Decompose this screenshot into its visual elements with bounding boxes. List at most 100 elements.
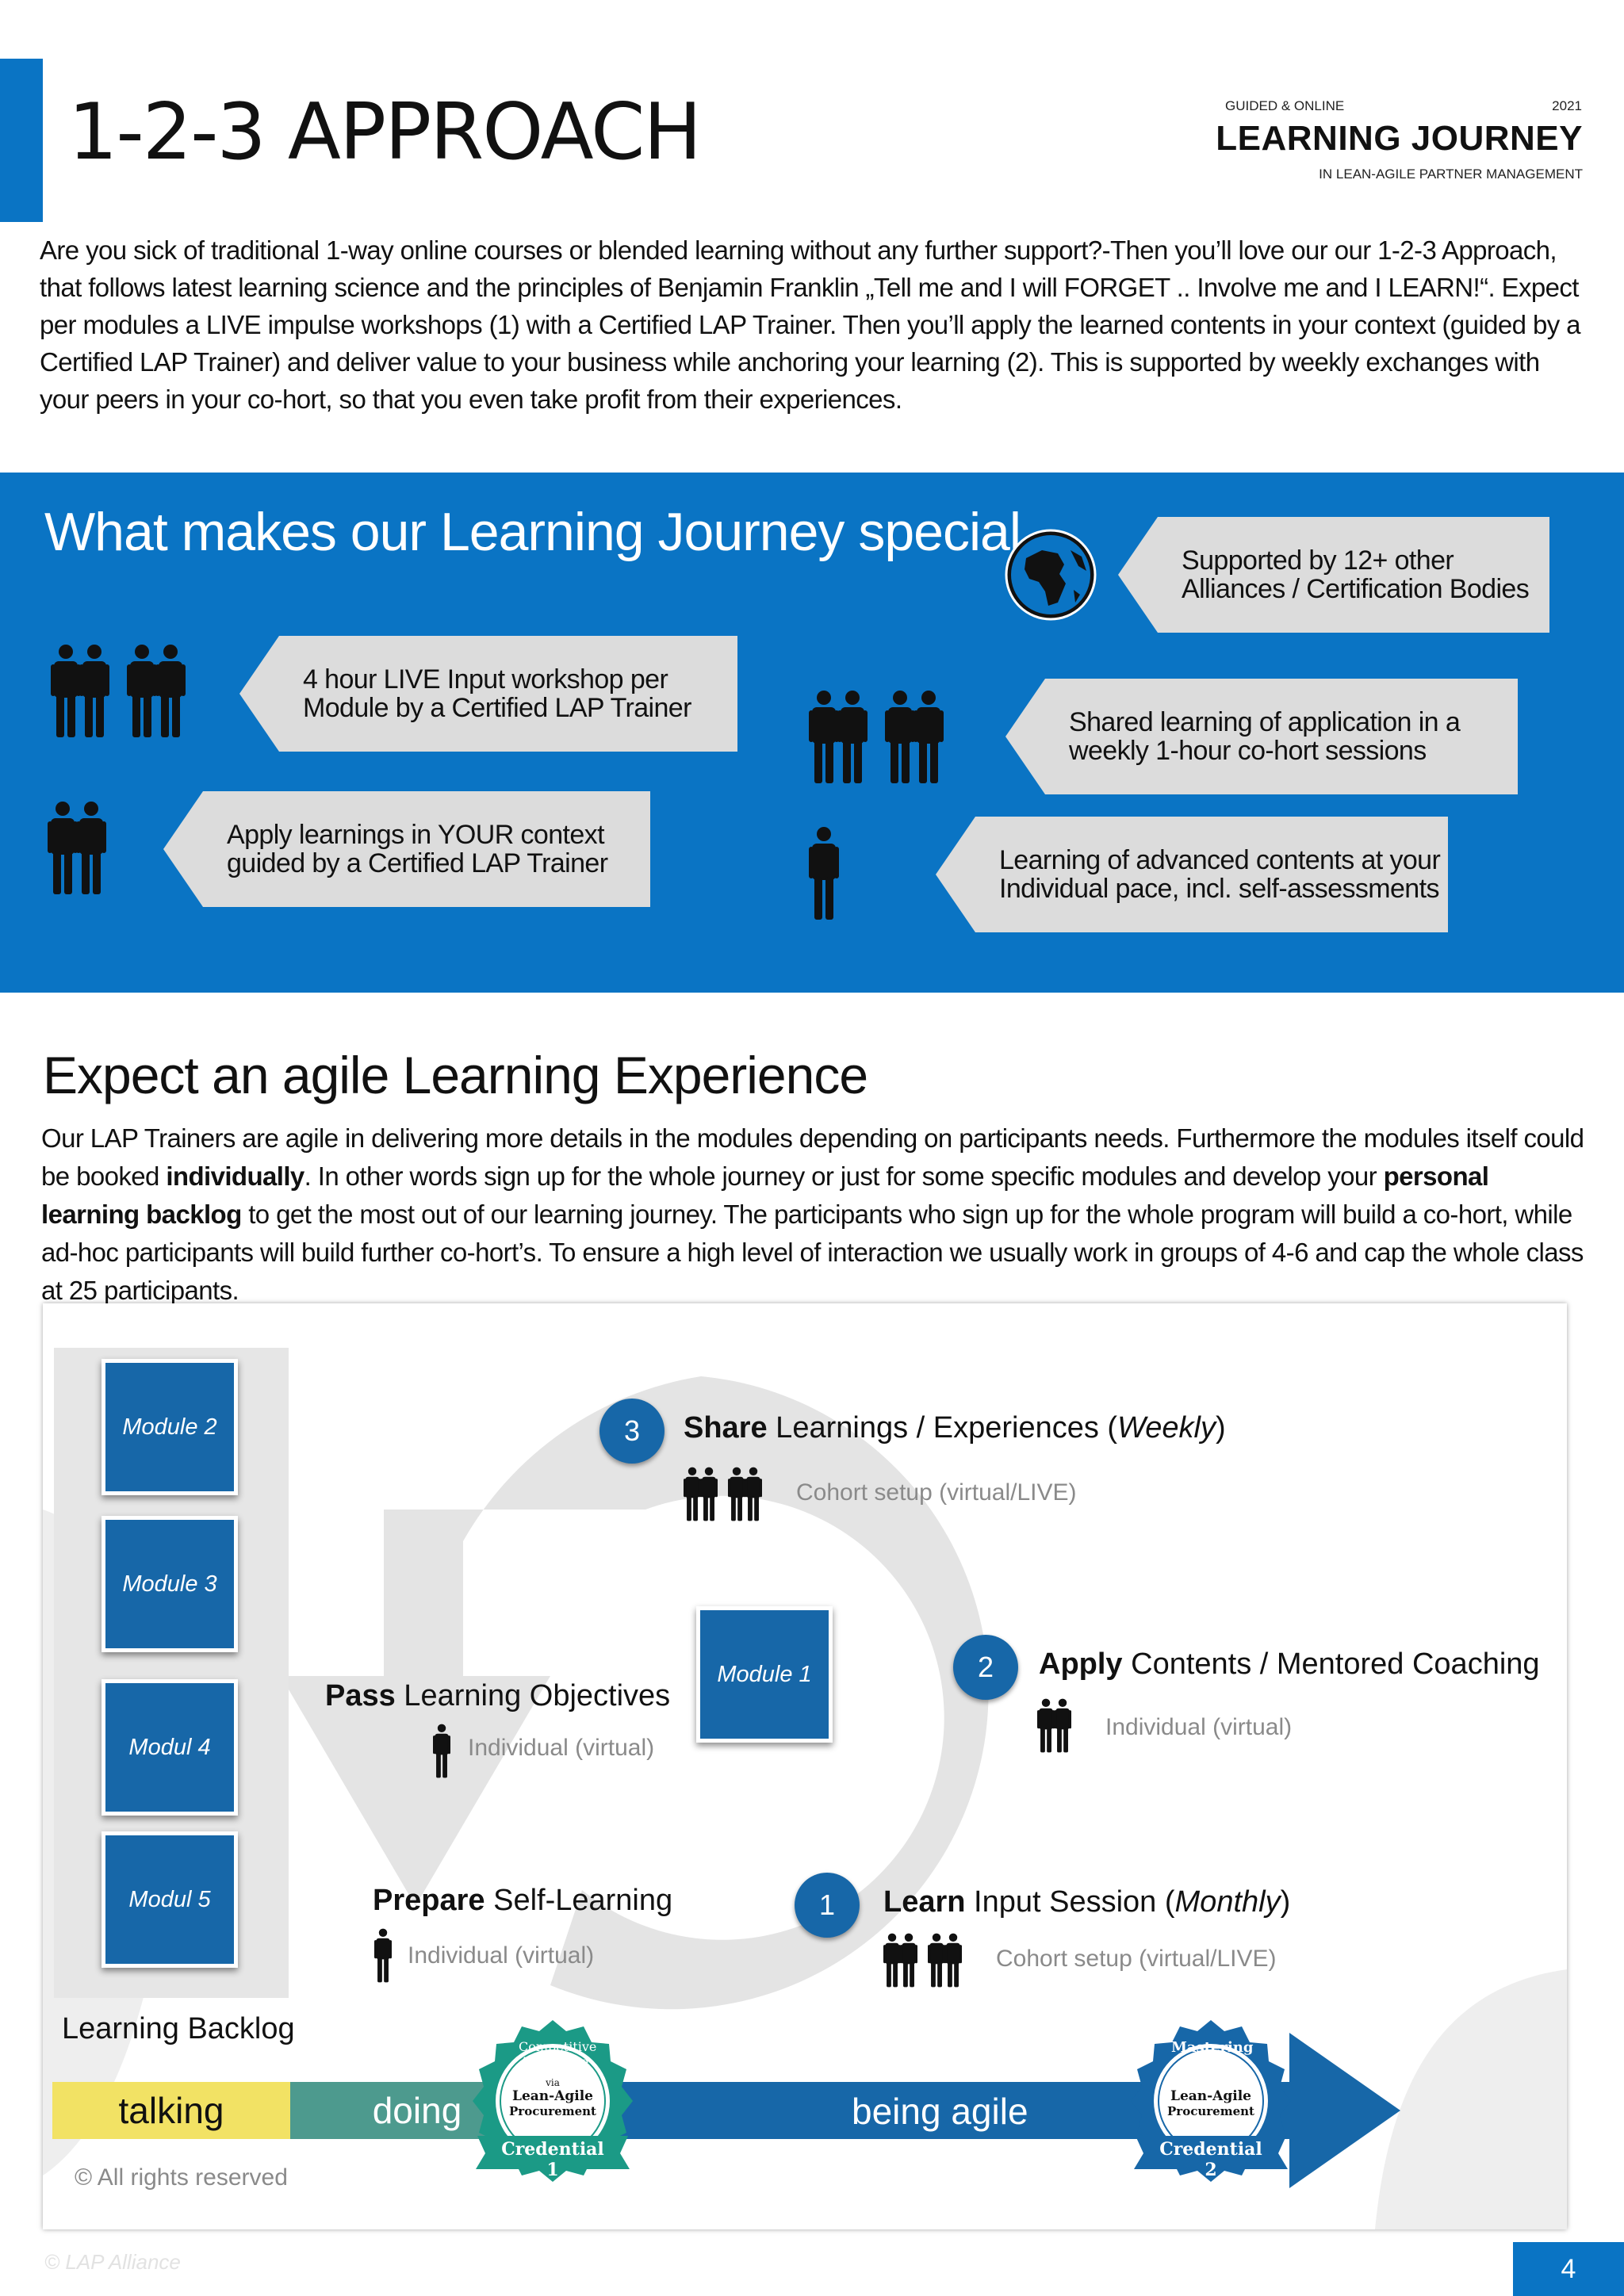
callout-line: Learning of advanced contents at your [999, 845, 1441, 875]
callout-line: Supported by 12+ other [1182, 545, 1454, 576]
person-icon [155, 645, 186, 737]
prepare-setup: Individual (virtual) [408, 1942, 595, 1969]
bold-run: Pass [325, 1679, 396, 1712]
bold-run: Apply [1039, 1647, 1123, 1681]
badge1-via: via [546, 2077, 560, 2088]
individual-people [1037, 1698, 1082, 1758]
step-number: 3 [599, 1399, 665, 1464]
person-icon [744, 1467, 762, 1521]
progress-arrow [544, 2033, 1400, 2188]
globe-icon [1005, 529, 1097, 621]
brand-guided-label: GUIDED & ONLINE [1225, 98, 1345, 113]
person-icon [727, 1467, 745, 1521]
individual-person [374, 1928, 393, 1988]
callout-line: guided by a Certified LAP Trainer [227, 848, 608, 878]
person-icon [127, 645, 157, 737]
step-setup: Cohort setup (virtual/LIVE) [996, 1946, 1277, 1972]
credential-1-badge [473, 2020, 633, 2182]
text-run: Learnings / Experiences ( [767, 1411, 1118, 1445]
bold-run: Share [684, 1411, 768, 1445]
person-icon [809, 827, 839, 920]
badge1-line2: Procurement [509, 2104, 596, 2118]
bold-run: individually [166, 1161, 304, 1191]
backlog-module: Module 2 [102, 1359, 238, 1495]
callout-line: weekly 1-hour co-hort sessions [1069, 736, 1427, 766]
experience-paragraph: Our LAP Trainers are agile in delivering… [41, 1119, 1588, 1310]
pass-label: Pass Learning Objectives [325, 1679, 670, 1713]
text-run: Input Session ( [965, 1885, 1175, 1919]
step-apply-label: Apply Contents / Mentored Coaching [1039, 1647, 1540, 1682]
step-learn-label: Learn Input Session (Monthly) [883, 1885, 1290, 1919]
backlog-module: Modul 4 [102, 1679, 238, 1816]
text-run: Our LAP Trainers are agile in delivering… [41, 1123, 1584, 1191]
prepare-label: Prepare Self-Learning [373, 1884, 672, 1918]
callout-line: Shared learning of application in a [1069, 707, 1461, 737]
person-icon [51, 645, 81, 737]
text-run: ) [1215, 1411, 1226, 1445]
person-icon [899, 1933, 917, 1988]
person-icon [883, 1933, 902, 1988]
badge2-line1: Lean-Agile [1170, 2088, 1251, 2104]
step-number: 1 [795, 1873, 860, 1938]
person-icon [837, 691, 868, 783]
person-icon [79, 645, 109, 737]
brand-subtitle: IN LEAN-AGILE PARTNER MANAGEMENT [1319, 166, 1583, 182]
person-icon [1053, 1698, 1071, 1753]
text-run: Self-Learning [485, 1884, 673, 1917]
step-share-label: Share Learnings / Experiences (Weekly) [684, 1411, 1226, 1445]
callout-line: 4 hour LIVE Input workshop per [303, 664, 668, 695]
special-title: What makes our Learning Journey special [44, 502, 1021, 562]
italic-run: Monthly [1174, 1885, 1281, 1919]
brand-title: LEARNING JOURNEY [1216, 119, 1583, 158]
experience-title: Expect an agile Learning Experience [43, 1046, 868, 1104]
text-run: Contents / Mentored Coaching [1122, 1647, 1540, 1681]
people-group-four [51, 644, 203, 743]
badge2-ribbon: Credential 2 [1159, 2139, 1262, 2180]
pass-setup: Individual (virtual) [468, 1735, 655, 1761]
text-run: . In other words sign up for the whole j… [304, 1161, 1384, 1191]
badge1-line1: Lean-Agile [511, 2088, 593, 2104]
person-icon [699, 1467, 718, 1521]
text-run: to get the most out of our learning jour… [41, 1200, 1584, 1305]
brand-top-line: GUIDED & ONLINE 2021 [1225, 98, 1582, 114]
bold-run: Prepare [373, 1884, 485, 1917]
people-group-one [809, 826, 839, 925]
cohort-people [684, 1467, 772, 1526]
callout-line: Individual pace, incl. self-assessments [999, 874, 1439, 904]
person-icon [1037, 1698, 1055, 1753]
person-icon [885, 691, 915, 783]
badge2-line2: Procurement [1167, 2104, 1254, 2118]
people-group-two [48, 801, 124, 900]
individual-person [433, 1724, 451, 1783]
callout-line: Apply learnings in YOUR context [227, 820, 605, 850]
person-icon [48, 802, 78, 894]
text-run: Learning Objectives [395, 1679, 671, 1712]
callout-line: Alliances / Certification Bodies [1182, 574, 1530, 604]
badge1-arc-text: Competitive Advantage [519, 2039, 597, 2069]
center-module: Module 1 [696, 1606, 833, 1743]
cohort-people [883, 1933, 971, 1992]
backlog-module: Module 3 [102, 1516, 238, 1652]
person-icon [914, 691, 944, 783]
person-icon [809, 691, 839, 783]
brand-year: 2021 [1552, 98, 1582, 113]
step-number: 2 [953, 1635, 1018, 1700]
badge1-ribbon: Credential 1 [501, 2139, 604, 2180]
person-icon [944, 1933, 962, 1988]
person-icon [76, 802, 106, 894]
person-icon [927, 1933, 945, 1988]
intro-paragraph: Are you sick of traditional 1-way online… [40, 235, 1581, 414]
text-run: ) [1280, 1885, 1291, 1919]
learning-cycle-diagram: Module 2 Module 3 Modul 4 Modul 5 Learni… [43, 1303, 1567, 2229]
credential-2-badge [1131, 2020, 1291, 2182]
footer-watermark: © LAP Alliance [44, 2250, 181, 2274]
bold-run: personal learning backlog [41, 1161, 1489, 1229]
italic-run: Weekly [1117, 1411, 1216, 1445]
bold-run: Learn [883, 1885, 966, 1919]
callout-line: Module by a Certified LAP Trainer [303, 693, 691, 723]
